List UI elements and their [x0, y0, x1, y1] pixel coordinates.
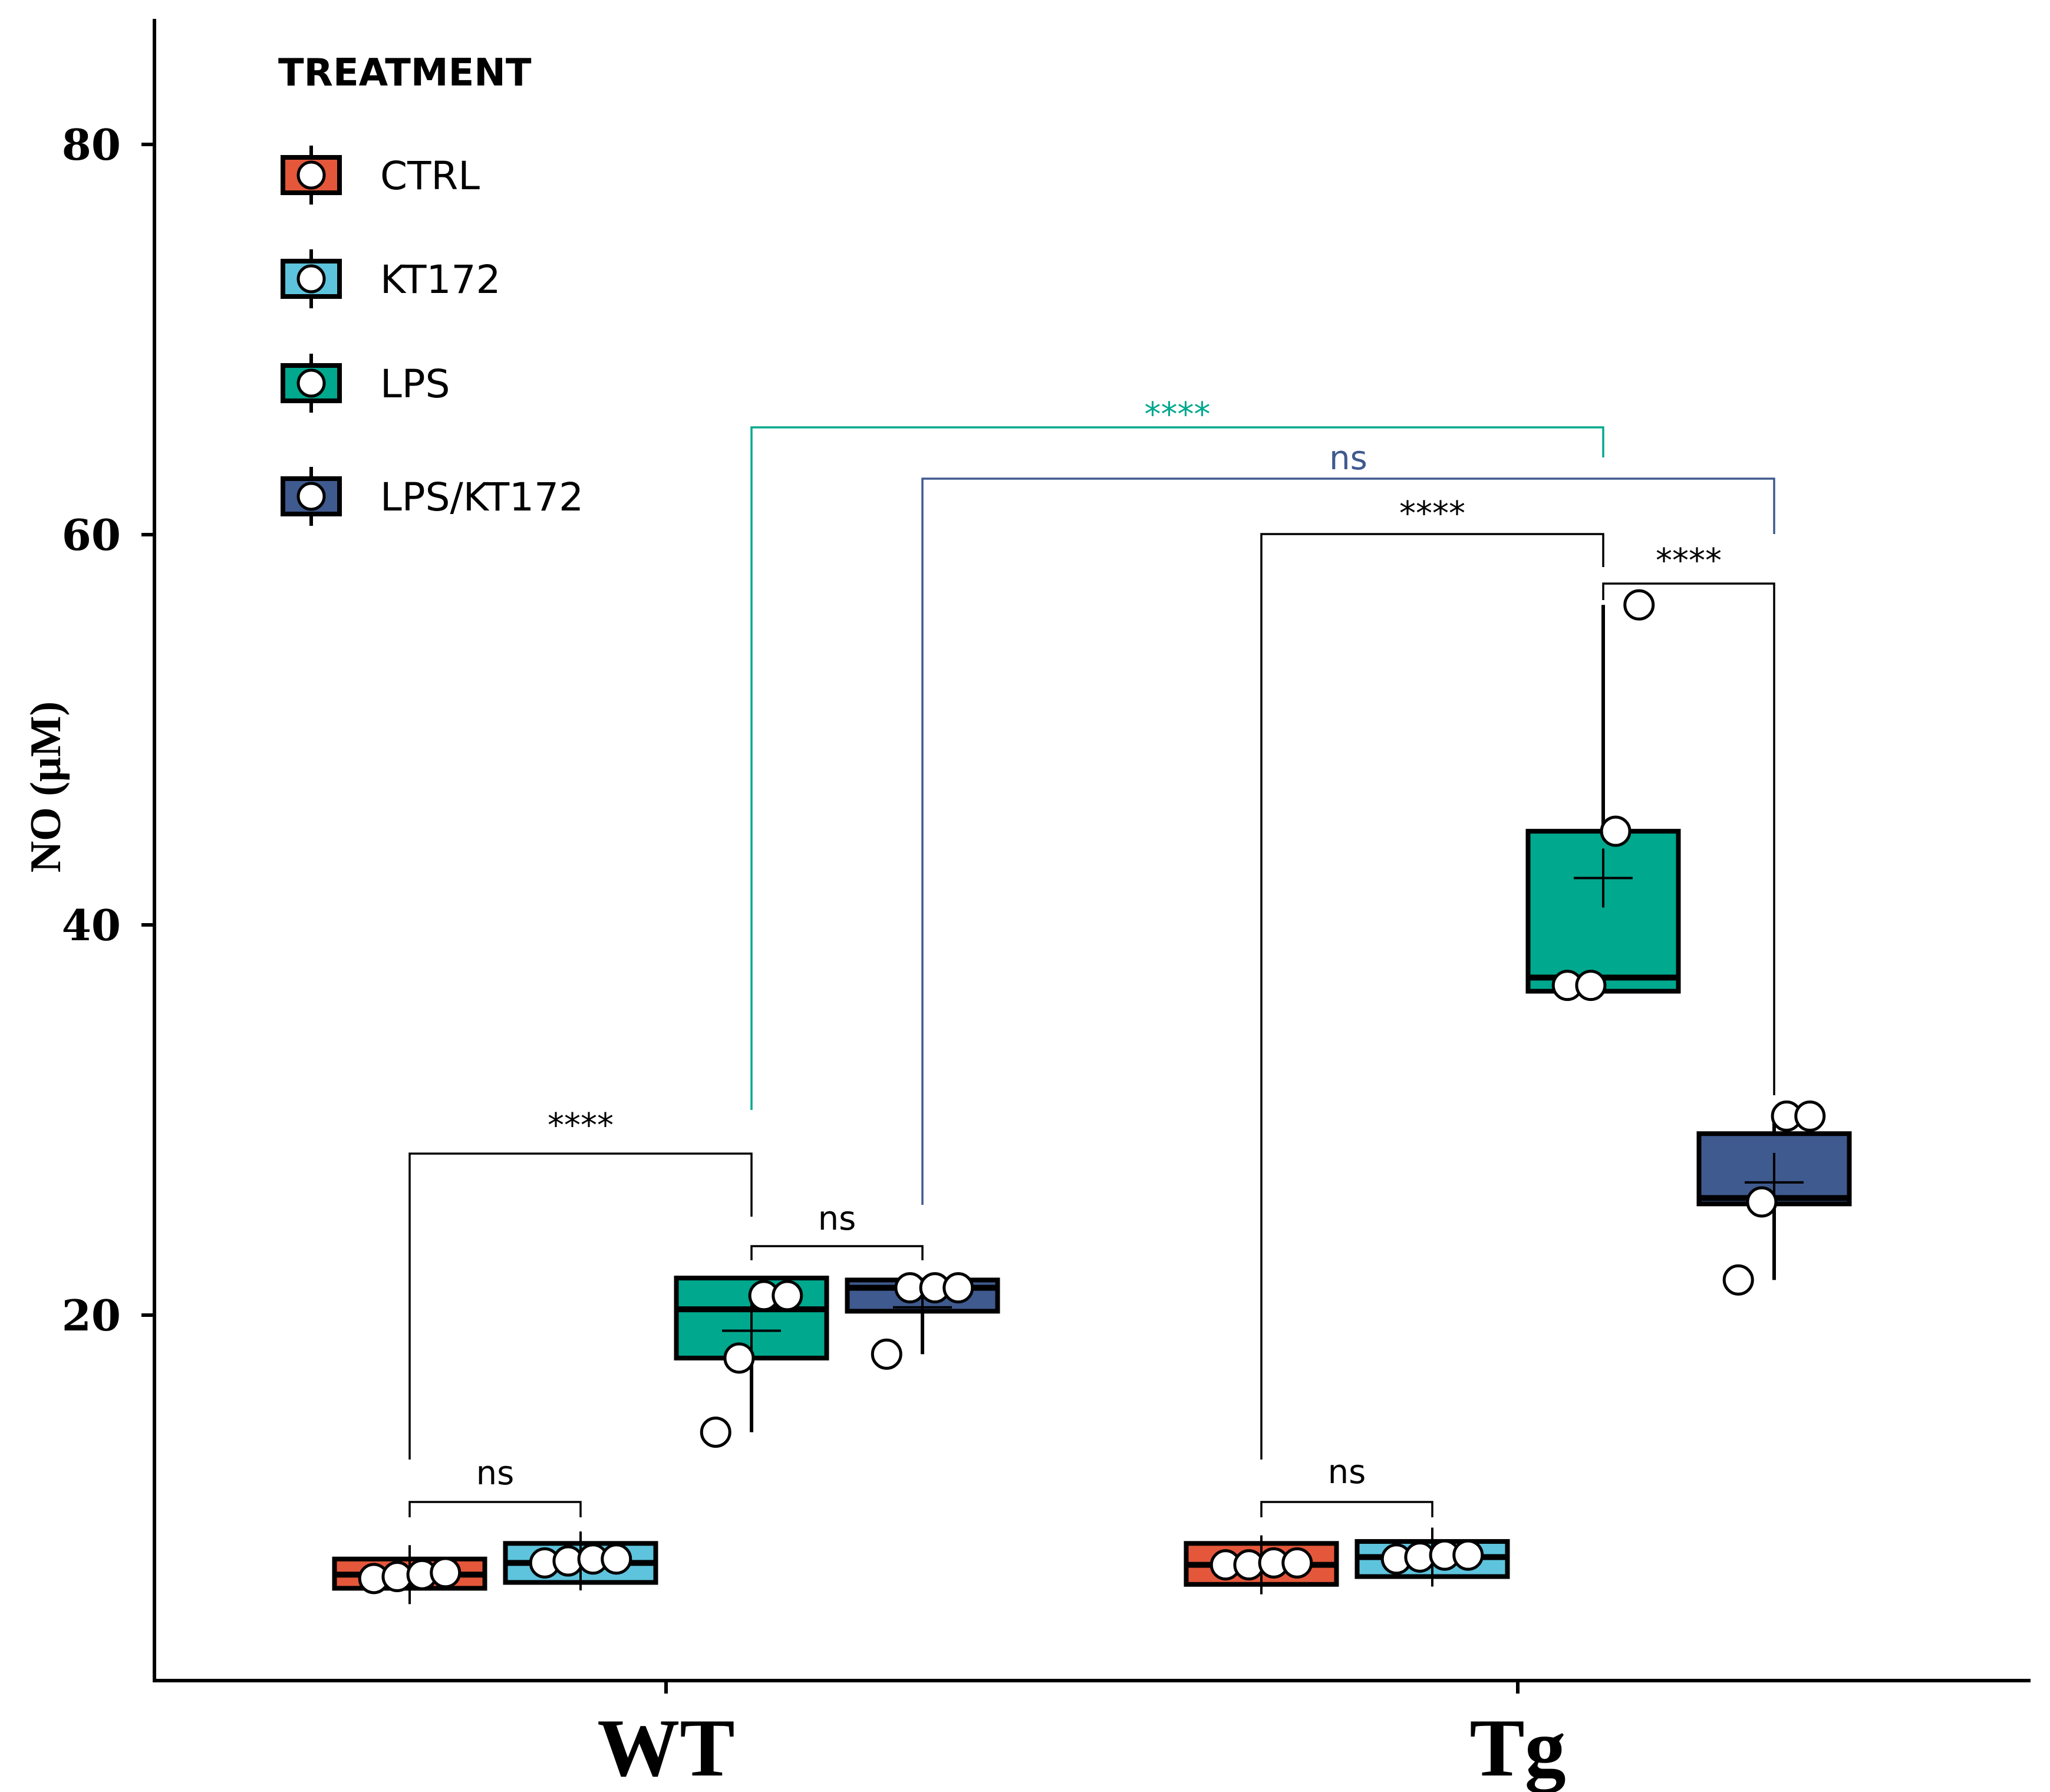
bracket-line [1602, 582, 1775, 1095]
legend-label: CTRL [380, 153, 480, 199]
significance-label: **** [548, 1106, 614, 1145]
x-tick-label: Tg [1469, 1702, 1565, 1792]
bracket-line [1260, 533, 1604, 1460]
data-point [1722, 1264, 1754, 1296]
data-point [700, 1417, 731, 1448]
box-tg-kt172 [1354, 1527, 1510, 1587]
legend-label: KT172 [380, 257, 500, 302]
legend-label: LPS/KT172 [380, 475, 584, 520]
data-point [1623, 589, 1655, 621]
bracket-line [1260, 1501, 1433, 1517]
box-tg-ctrl [1184, 1535, 1339, 1595]
y-tick-label: 20 [62, 1290, 121, 1340]
box-series [332, 589, 1852, 1605]
significance-label: ns [818, 1200, 856, 1238]
data-point [601, 1543, 632, 1575]
data-point [772, 1280, 803, 1312]
legend-title: TREATMENT [278, 51, 532, 95]
comparison-bracket: **** [408, 1106, 753, 1460]
legend-item-lps-kt172: LPS/KT172 [281, 467, 584, 526]
significance-label: ns [1329, 439, 1367, 477]
significance-label: **** [1145, 396, 1211, 434]
comparison-bracket: ns [921, 439, 1775, 1205]
comparison-bracket: **** [1602, 542, 1775, 1095]
legend-point [296, 482, 326, 511]
box-wt-lps-kt172 [845, 1272, 1000, 1370]
legend-item-lps: LPS [281, 354, 450, 413]
data-point [1746, 1186, 1778, 1218]
comparison-bracket: **** [1260, 495, 1604, 1460]
data-point [1794, 1100, 1826, 1132]
bracket-line [750, 1245, 924, 1260]
y-tick-label: 60 [62, 510, 121, 560]
comparison-bracket: ns [1260, 1453, 1433, 1517]
legend-point [296, 368, 326, 398]
data-point [1575, 970, 1607, 1002]
significance-label: ns [1328, 1453, 1366, 1491]
significance-label: ns [476, 1454, 515, 1493]
data-point [1452, 1539, 1484, 1571]
box-wt-lps [674, 1276, 829, 1448]
box-tg-lps [1525, 589, 1681, 1002]
y-axis-label: NO (μM) [22, 701, 70, 873]
bracket-line [750, 426, 1604, 1110]
comparison-bracket: ns [408, 1454, 582, 1517]
bracket-line [408, 1501, 582, 1517]
bracket-line [921, 477, 1775, 1205]
comparison-bracket: ns [750, 1200, 924, 1260]
significance-label: **** [1656, 542, 1722, 580]
comparison-bracket: **** [750, 396, 1604, 1110]
legend-point [296, 160, 326, 190]
x-tick-label: WT [597, 1702, 734, 1792]
data-point [871, 1338, 902, 1370]
legend-item-kt172: KT172 [281, 249, 500, 308]
comparison-brackets: ns ns **** ns **** **** ns **** [408, 396, 1775, 1517]
box-tg-lps-kt172 [1696, 1100, 1852, 1296]
legend-point [296, 264, 326, 294]
data-point [942, 1272, 974, 1304]
y-tick-label: 80 [62, 120, 121, 170]
data-point [723, 1342, 755, 1374]
y-tick-label: 40 [62, 900, 121, 950]
bracket-line [408, 1152, 753, 1460]
data-point [1281, 1547, 1313, 1579]
data-point [430, 1557, 462, 1589]
box-wt-kt172 [503, 1531, 658, 1591]
legend-label: LPS [380, 361, 450, 407]
box-wt-ctrl [332, 1545, 487, 1605]
data-point [1600, 815, 1632, 847]
legend-item-ctrl: CTRL [281, 146, 480, 205]
significance-label: **** [1399, 495, 1465, 533]
